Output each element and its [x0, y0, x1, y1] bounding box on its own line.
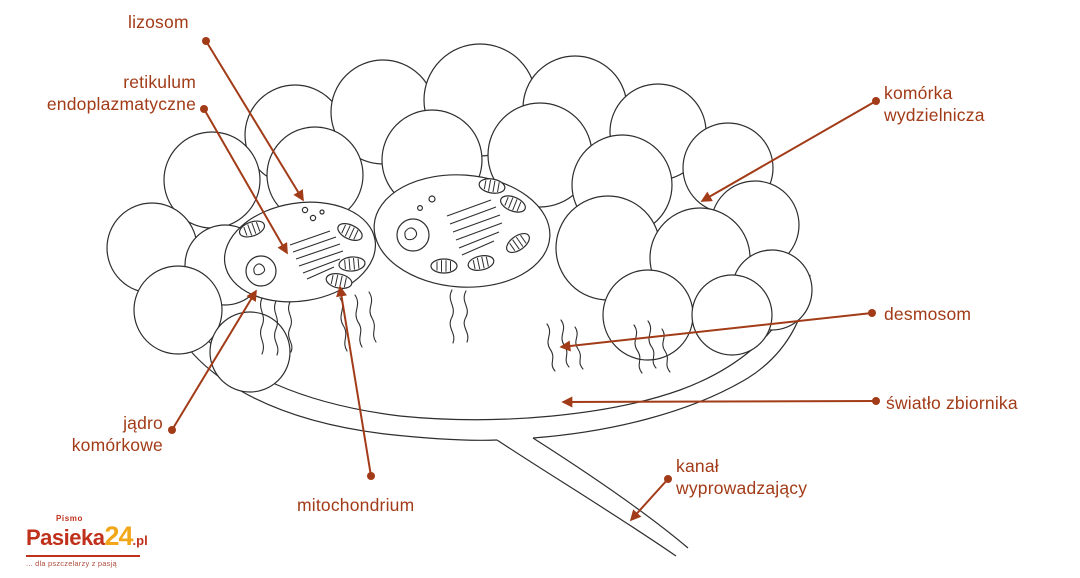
- nucleolus-scribble: [404, 227, 418, 241]
- channel-squiggle: [463, 290, 469, 343]
- channel-squiggle: [633, 324, 643, 374]
- arrow-origin-dot: [168, 426, 176, 434]
- duct-wall: [532, 437, 689, 549]
- logo-number-text: 24: [104, 521, 133, 551]
- channel-squiggle: [368, 291, 377, 343]
- nucleus: [245, 255, 277, 287]
- gland-lobe: [133, 265, 223, 355]
- gland-lobe: [602, 269, 694, 361]
- label-swiatlo-zbiornika: światło zbiornika: [886, 393, 1018, 413]
- label-mitochondrium: mitochondrium: [297, 495, 415, 515]
- annotation-arrows: [168, 37, 880, 522]
- nucleolus-scribble: [253, 263, 266, 276]
- channel-squiggle: [260, 297, 264, 355]
- logo-pismo-text: Pismo: [56, 514, 84, 523]
- channel-squiggle: [546, 323, 556, 372]
- channel-squiggle: [560, 319, 570, 368]
- arrow-kanal-wyprowadzajacy: [629, 478, 669, 522]
- channel-squiggle: [647, 320, 657, 369]
- label-komorka-wydzielnicza: komórka wydzielnicza: [884, 83, 985, 125]
- endoplasmic-reticulum: [289, 230, 344, 280]
- arrow-mitochondrium: [336, 285, 372, 477]
- logo-divider: [26, 555, 140, 557]
- gland-lobe: [209, 311, 291, 393]
- pasieka24-logo: Pismo Pasieka24.pl ... dla pszczelarzy z…: [26, 514, 166, 568]
- mitochondrion: [337, 223, 363, 241]
- mitochondrion: [338, 256, 366, 272]
- logo-brand-text: Pasieka: [26, 525, 105, 550]
- channel-squiggle: [449, 289, 455, 344]
- mitochondrion: [467, 255, 495, 271]
- gland-lobes: [106, 43, 813, 393]
- endoplasmic-reticulum: [446, 199, 503, 256]
- mitochondrion: [506, 232, 530, 254]
- arrow-komorka-wydzielnicza: [700, 100, 877, 202]
- arrow-lizosom: [205, 40, 304, 202]
- label-jadro-komorkowe: jądro komórkowe: [71, 413, 163, 455]
- arrow-origin-dot: [868, 309, 876, 317]
- arrow-origin-dot: [872, 97, 880, 105]
- duct-lines: [496, 437, 689, 557]
- label-desmosom: desmosom: [884, 304, 972, 324]
- arrow-jadro-komorkowe: [171, 289, 257, 431]
- arrow-origin-dot: [200, 105, 208, 113]
- secretory-cell-right: [373, 174, 551, 288]
- lysosome-dot: [417, 205, 424, 212]
- channel-squiggle: [288, 301, 293, 353]
- label-kanal-wyprowadzajacy: kanał wyprowadzający: [676, 456, 808, 498]
- channel-squiggle: [574, 326, 584, 370]
- arrow-origin-dot: [872, 397, 880, 405]
- mitochondrion: [500, 195, 526, 213]
- nucleus: [396, 218, 430, 252]
- arrow-origin-dot: [664, 475, 672, 483]
- logo-tagline: ... dla pszczelarzy z pasją: [26, 559, 117, 568]
- lysosome-dot: [428, 195, 436, 203]
- logo-tld-text: .pl: [132, 533, 148, 548]
- label-retikulum-endoplazmatyczne: retikulum endoplazmatyczne: [46, 72, 196, 114]
- logo-wordmark: Pasieka24.pl: [26, 523, 166, 554]
- lysosome-dot: [301, 206, 309, 214]
- channel-squiggle: [274, 300, 279, 356]
- arrow-desmosom: [559, 312, 873, 352]
- arrow-origin-dot: [367, 472, 375, 480]
- channel-squiggle: [354, 294, 363, 348]
- mitochondrion: [238, 220, 266, 238]
- gland-lobe: [691, 274, 773, 356]
- lysosome-dot: [309, 214, 317, 222]
- arrow-origin-dot: [202, 37, 210, 45]
- mitochondrion: [430, 258, 458, 274]
- lysosome-dot: [319, 209, 325, 215]
- arrow-swiatlo-zbiornika: [561, 396, 877, 408]
- duct-wall: [496, 439, 677, 557]
- arrow-retikulum-endoplazmatyczne: [203, 108, 288, 255]
- label-lizosom: lizosom: [128, 12, 189, 32]
- mitochondrion: [478, 178, 506, 194]
